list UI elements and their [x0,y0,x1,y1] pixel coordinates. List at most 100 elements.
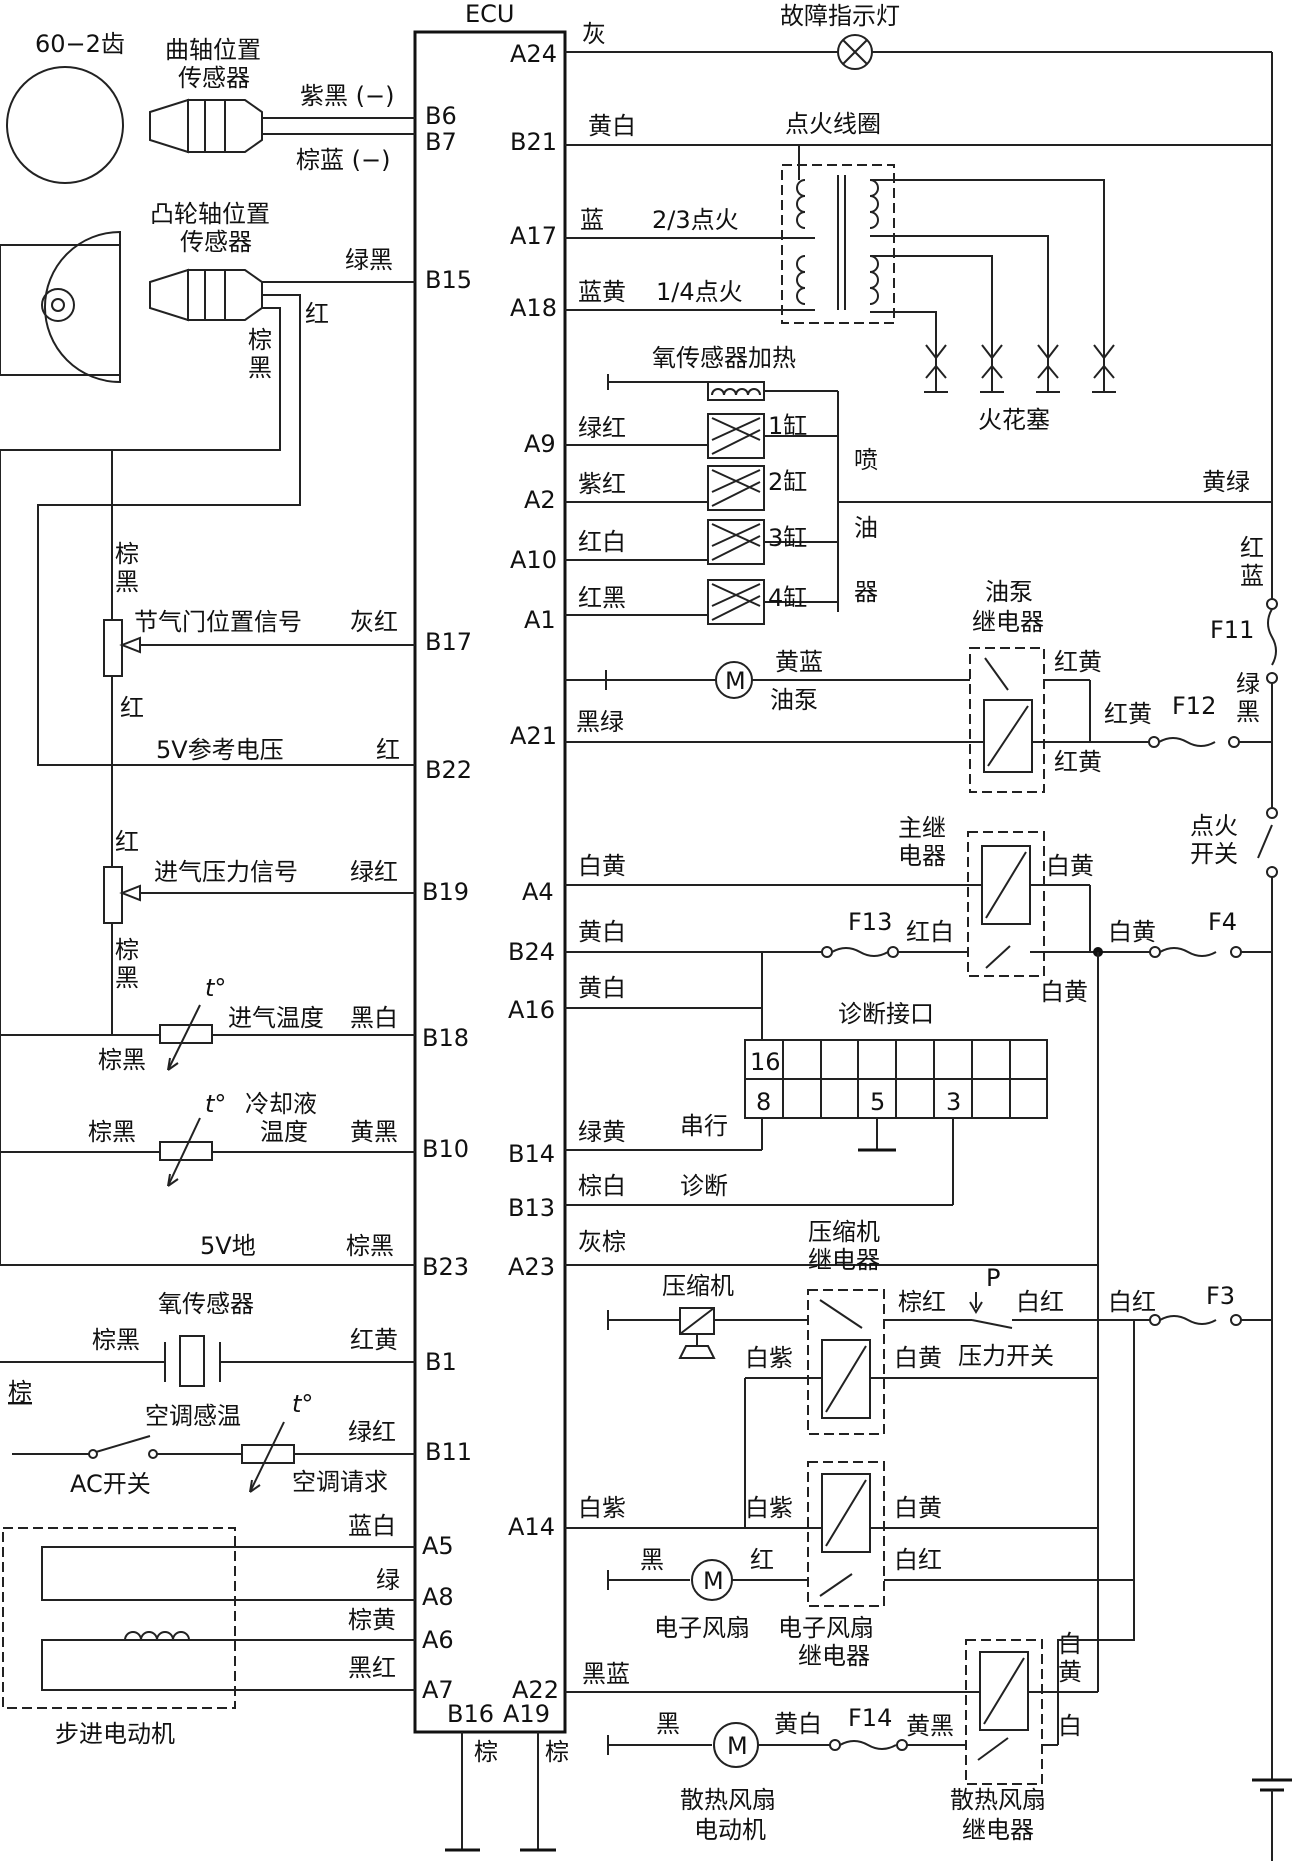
gnd5v-label: 5V地 [200,1232,256,1260]
pin-a21: A21 [510,722,557,750]
white-yellow-down: 白黄 [1040,978,1088,1006]
ect-brown: 棕黑 [88,1118,136,1146]
ac-wire: 绿红 [348,1418,396,1446]
map-resistor [103,866,123,924]
crank-wire-2: 棕蓝 (−) [296,146,390,174]
pin-a14: A14 [508,1513,555,1541]
p-label: P [986,1264,1000,1292]
iat-wire: 黑白 [350,1004,398,1032]
injector-label-1: 喷 [854,446,878,474]
ground-right: 棕 [545,1738,569,1766]
cyl-1: 1缸 [768,412,807,440]
pin-a4: A4 [522,878,554,906]
pin-b6: B6 [425,102,457,130]
yellow-white-cool: 黄白 [774,1710,822,1738]
f4-label: F4 [1208,908,1237,936]
white-yellow-a4: 白黄 [578,852,626,880]
pin-b11: B11 [425,1438,472,1466]
comp-relay-box [807,1289,885,1435]
comp-relay-1: 压缩机 [808,1218,880,1246]
f11-label: F11 [1210,616,1254,644]
diag-pin-5: 5 [870,1088,885,1116]
pin-b23: B23 [422,1253,469,1281]
ign14-label: 1/4点火 [656,278,743,306]
pin-b1: B1 [425,1348,457,1376]
cyl-2: 2缸 [768,468,807,496]
ign14-wire: 蓝黄 [578,278,626,306]
white-red-fan: 白红 [894,1546,942,1574]
fan-relay-box [807,1461,885,1607]
compressor-label: 压缩机 [662,1272,734,1300]
red-blue-2: 蓝 [1240,562,1264,590]
f12-fuse [1158,737,1216,747]
black-green: 黑绿 [576,708,624,736]
pin-a1: A1 [524,606,556,634]
pin-a23: A23 [508,1253,555,1281]
white-yellow-relay: 白黄 [1046,852,1094,880]
white-purple-fan: 白紫 [745,1494,793,1522]
o2-sensor-icon [179,1335,205,1387]
fan-motor-relay-label-1: 散热风扇 [950,1786,1046,1814]
pin-a6: A6 [422,1626,454,1654]
pin-a22: A22 [512,1676,559,1704]
fan-label: 电子风扇 [654,1614,750,1642]
cam-brown-2: 黑 [248,354,272,382]
pin-a9: A9 [524,430,556,458]
f3-fuse [1159,1315,1217,1325]
pin-b24: B24 [508,938,555,966]
main-relay-box [967,831,1045,977]
spark-plugs [924,344,1116,393]
ect-wire: 黄黑 [350,1118,398,1146]
tps-brown-1: 棕 [115,540,139,568]
pressure-switch: 压力开关 [958,1342,1054,1370]
ect-label-1: 冷却液 [245,1090,317,1118]
iat-t-symbol: t° [205,974,226,1002]
white-red-switch: 白红 [1016,1288,1064,1316]
pump-relay-1: 油泵 [985,578,1033,606]
fan-motor-label-1: 散热风扇 [680,1786,776,1814]
red-yellow-3: 红黄 [1054,748,1102,776]
pin-a10: A10 [510,546,557,574]
stepper-wire-2: 绿 [376,1566,400,1594]
pin-a16: A16 [508,996,555,1024]
white-cool: 白 [1058,1712,1082,1740]
cyl-3: 3缸 [768,524,807,552]
cam-sensor-label-2: 传感器 [180,228,252,256]
o2-left: 棕黑 [92,1326,140,1354]
brown-label: 棕 [8,1378,32,1406]
fan-motor-relay-label-2: 继电器 [962,1816,1034,1844]
pump-label: 油泵 [770,686,818,714]
spark-label: 火花塞 [978,406,1050,434]
pin-a2: A2 [524,486,556,514]
fan-m: M [703,1567,724,1595]
pump-m: M [725,667,746,695]
yellow-white-b24: 黄白 [578,918,626,946]
tps-wire: 灰红 [350,608,398,636]
pin-a19: A19 [503,1700,550,1728]
cyl-4: 4缸 [768,584,807,612]
stepper-label: 步进电动机 [55,1720,175,1748]
pin-a5: A5 [422,1532,454,1560]
injectors [565,413,838,625]
yellow-white-a16: 黄白 [578,974,626,1002]
red-yellow-2: 红黄 [1104,700,1152,728]
injector-label-3: 器 [854,578,878,606]
fan-motor-label-2: 电动机 [694,1816,766,1844]
o2-heat-label: 氧传感器加热 [652,344,796,372]
f13-fuse [831,947,889,957]
iat-label: 进气温度 [228,1004,324,1032]
tps-resistor [103,619,123,677]
ac-t-symbol: t° [292,1390,313,1418]
main-relay-2: 电器 [898,842,946,870]
fan-relay-label-2: 继电器 [798,1642,870,1670]
pin-b22: B22 [425,756,472,784]
o2-wire: 红黄 [350,1326,398,1354]
comp-relay-2: 继电器 [808,1246,880,1274]
ign-switch-2: 开关 [1190,840,1238,868]
ac-temp: 空调感温 [145,1402,241,1430]
inj-wire-2: 紫红 [578,470,626,498]
inj-wire-4: 红黑 [578,584,626,612]
pin-a17: A17 [510,222,557,250]
pin-b7: B7 [425,128,457,156]
